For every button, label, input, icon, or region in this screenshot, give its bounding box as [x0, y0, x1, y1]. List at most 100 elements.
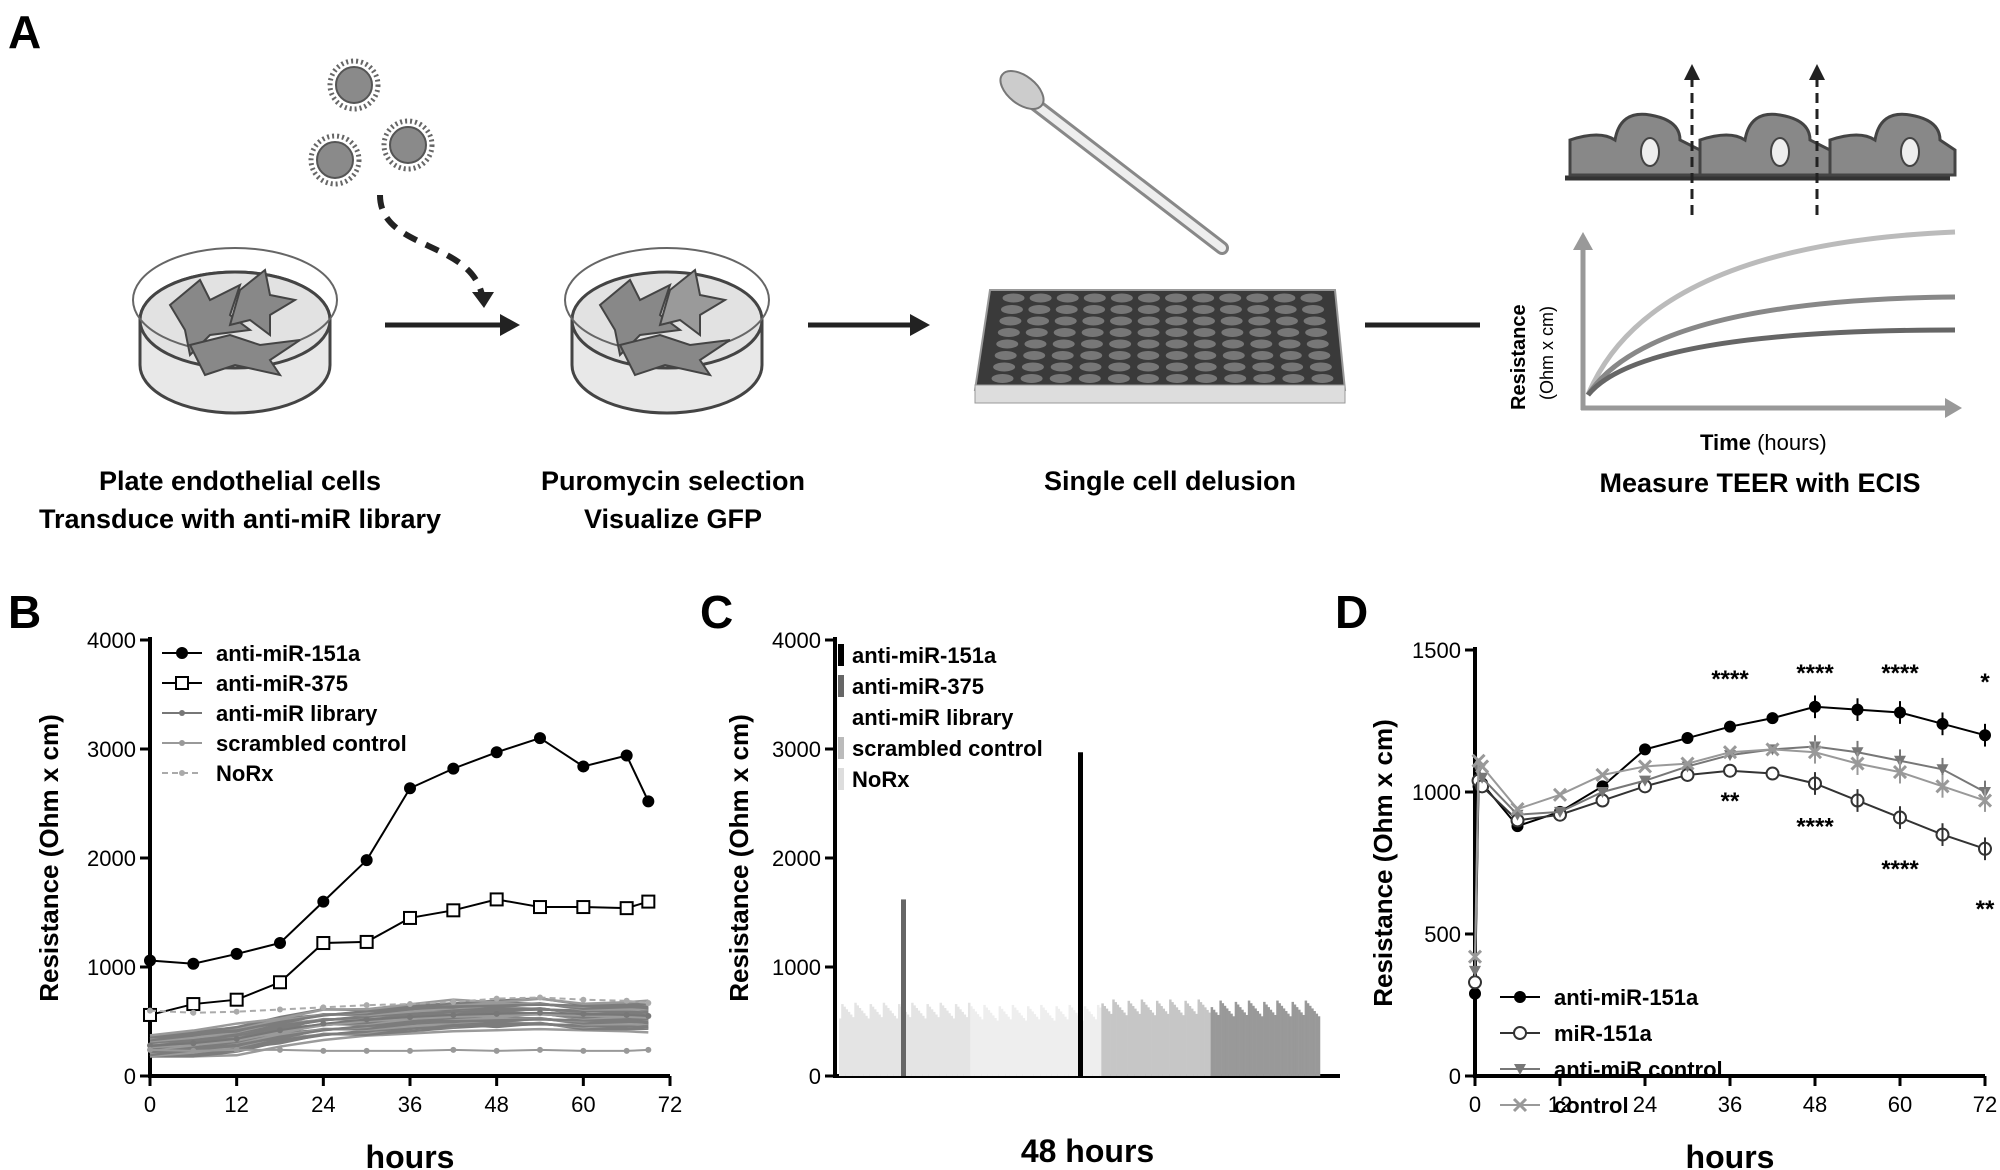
data-point [623, 1047, 630, 1054]
data-point [1637, 759, 1653, 774]
data-point [1552, 787, 1568, 802]
bar [1263, 1001, 1266, 1076]
bar [1053, 1020, 1056, 1076]
x-tick-label: 36 [1718, 1092, 1742, 1117]
bar [898, 1004, 901, 1076]
data-point [489, 892, 504, 907]
bar [946, 1010, 949, 1076]
bar [983, 1004, 986, 1076]
bar [847, 1011, 851, 1076]
bar [869, 1004, 873, 1076]
bar-group-scrambled-control [1101, 999, 1211, 1076]
data-point [233, 1046, 240, 1053]
data-point [233, 1035, 240, 1042]
bar [863, 1013, 866, 1076]
data-point [1595, 767, 1610, 783]
well-icon [1274, 305, 1297, 314]
well-icon [1137, 305, 1160, 314]
bar [1225, 1008, 1229, 1076]
bar [1313, 1011, 1316, 1076]
bar [1088, 1011, 1091, 1076]
x-tick-label: 0 [144, 1092, 156, 1117]
bar [1112, 999, 1115, 1076]
well-icon [1303, 316, 1326, 326]
bar [906, 1014, 910, 1076]
bar [965, 1017, 969, 1076]
data-point [620, 749, 633, 762]
well-icon [1107, 374, 1130, 383]
well-icon [996, 339, 1019, 349]
data-point [1639, 743, 1651, 756]
y-tick-label: 4000 [87, 628, 136, 653]
bar [950, 1015, 953, 1076]
legend-label-anti-mir-library: anti-miR library [216, 701, 378, 726]
bar [952, 1018, 956, 1076]
well-icon [994, 351, 1017, 360]
data-point [450, 1011, 457, 1018]
bar [915, 1007, 919, 1076]
bar [1247, 1000, 1251, 1076]
bar [1184, 1000, 1187, 1076]
bar [1228, 1011, 1231, 1076]
bar [1083, 1006, 1087, 1076]
data-point [277, 1046, 283, 1053]
bar [926, 1004, 929, 1076]
data-point [316, 936, 331, 951]
series-anti-mir-375 [143, 892, 656, 1022]
series-control [1467, 740, 1993, 964]
well-icon [1055, 305, 1078, 314]
bar [1256, 1011, 1260, 1076]
bar [889, 1010, 892, 1076]
data-point [580, 996, 587, 1003]
bar [1149, 1009, 1152, 1076]
panel-a: A [8, 6, 1962, 534]
legend-swatch-norx [838, 768, 844, 790]
bar [976, 1014, 980, 1076]
step-arrowhead-2 [910, 314, 930, 336]
data-point [645, 1013, 652, 1020]
bar [1298, 1009, 1301, 1076]
bar [1107, 1011, 1111, 1076]
bar [1016, 1010, 1019, 1076]
bar [1206, 1009, 1209, 1076]
bar [867, 1018, 870, 1076]
bar [1208, 1012, 1211, 1076]
well-icon [1081, 328, 1104, 337]
bar [860, 1010, 864, 1076]
y-tick-label: 4000 [772, 628, 821, 653]
bar [876, 1011, 879, 1076]
bar [1258, 1013, 1262, 1076]
step-1-caption-line2: Transduce with anti-miR library [39, 504, 441, 534]
bar [841, 1004, 844, 1076]
well-icon [1110, 305, 1133, 314]
bar [1317, 1016, 1321, 1076]
well-icon [1308, 351, 1331, 360]
bar [1180, 1012, 1183, 1076]
panel-d-letter: D [1335, 586, 1368, 638]
data-point [1467, 949, 1483, 964]
significance-label: ** [1721, 788, 1740, 815]
bar [996, 1020, 999, 1076]
well-icon [1108, 362, 1131, 372]
bar [1278, 1003, 1281, 1076]
well-icon [1278, 339, 1301, 349]
bar [1123, 1012, 1126, 1076]
data-point [363, 1002, 370, 1009]
data-point [641, 894, 656, 909]
significance-label: **** [1796, 814, 1834, 841]
bar [937, 1017, 940, 1076]
step-arrowhead-1 [500, 314, 520, 336]
y-tick-label: 1000 [87, 955, 136, 980]
panel-b-letter: B [8, 586, 41, 638]
bar [1138, 1013, 1141, 1076]
data-point [359, 934, 374, 949]
well-icon [1080, 351, 1103, 360]
legend-swatch-anti-mir-151a [838, 644, 844, 666]
bar [998, 1006, 1002, 1076]
data-point [320, 1020, 327, 1027]
bar [1271, 1012, 1275, 1076]
well-icon [1223, 362, 1246, 372]
bar [1086, 1008, 1089, 1076]
